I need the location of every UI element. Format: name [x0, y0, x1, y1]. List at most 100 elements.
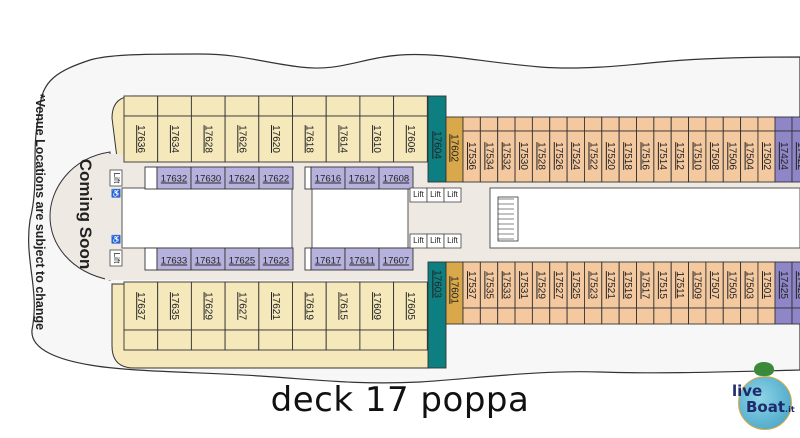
balcony-strip-bottom[interactable]	[479, 307, 499, 325]
balcony-strip-bottom[interactable]	[722, 307, 742, 325]
balcony-strip-top[interactable]	[325, 95, 361, 117]
cabin-17621[interactable]	[258, 281, 293, 331]
balcony-strip-top[interactable]	[688, 116, 707, 132]
cabin-label-17603: 17603	[431, 270, 442, 298]
cabin-17622[interactable]	[258, 166, 294, 190]
balcony-strip-top[interactable]	[514, 116, 533, 132]
balcony-strip-bottom[interactable]	[514, 307, 533, 325]
cabin-17610[interactable]	[359, 115, 395, 163]
balcony-strip-top[interactable]	[566, 116, 585, 132]
balcony-strip-bottom[interactable]	[740, 307, 759, 325]
balcony-strip-top[interactable]	[618, 116, 637, 132]
balcony-strip-top[interactable]	[258, 95, 293, 117]
balcony-strip-bottom[interactable]	[566, 307, 585, 325]
cabin-label-17514: 17514	[657, 142, 668, 170]
balcony-strip-bottom[interactable]	[359, 329, 395, 351]
balcony-strip-bottom[interactable]	[258, 329, 293, 351]
balcony-strip-bottom[interactable]	[123, 329, 159, 351]
lift-label: Lift	[112, 173, 121, 184]
balcony-strip-top[interactable]	[774, 116, 793, 132]
cabin-17619[interactable]	[292, 281, 327, 331]
balcony-strip-top[interactable]	[393, 95, 428, 117]
balcony-strip-bottom[interactable]	[601, 307, 620, 325]
cabin-label-17607: 17607	[383, 256, 409, 267]
balcony-strip-bottom[interactable]	[549, 307, 568, 325]
cabin-label-17423: 17423	[795, 271, 800, 299]
corridor-nook[interactable]	[304, 166, 312, 190]
balcony-strip-bottom[interactable]	[670, 307, 690, 325]
balcony-strip-bottom[interactable]	[757, 307, 776, 325]
balcony-strip-top[interactable]	[224, 95, 260, 117]
balcony-strip-top[interactable]	[549, 116, 568, 132]
balcony-strip-bottom[interactable]	[531, 307, 551, 325]
cabin-17606[interactable]	[393, 115, 428, 163]
cabin-17607[interactable]	[378, 247, 414, 271]
balcony-strip-bottom[interactable]	[393, 329, 428, 351]
balcony-strip-top[interactable]	[531, 116, 551, 132]
balcony-strip-bottom[interactable]	[462, 307, 481, 325]
cabin-label-17502: 17502	[761, 142, 772, 170]
cabin-label-17527: 17527	[553, 271, 564, 299]
cabin-17422[interactable]	[791, 130, 800, 183]
corridor-nook[interactable]	[144, 166, 158, 190]
lift-label: Lift	[413, 236, 424, 245]
balcony-strip-top[interactable]	[462, 116, 481, 132]
cabin-label-17528: 17528	[535, 142, 546, 170]
cabin-17627[interactable]	[224, 281, 260, 331]
lift-fwd-top-2	[443, 187, 462, 203]
balcony-strip-top[interactable]	[722, 116, 742, 132]
cabin-label-17515: 17515	[657, 271, 668, 299]
balcony-strip-bottom[interactable]	[325, 329, 361, 351]
balcony-strip-top[interactable]	[292, 95, 327, 117]
lift-aft-top	[109, 169, 123, 187]
corridor-nook[interactable]	[304, 247, 312, 271]
cabin-17618[interactable]	[292, 115, 327, 163]
cabin-label-17506: 17506	[726, 142, 737, 170]
cabin-label-17623: 17623	[263, 256, 289, 267]
cabin-17626[interactable]	[224, 115, 260, 163]
cabin-17605[interactable]	[393, 281, 428, 331]
cabin-label-17635: 17635	[169, 292, 180, 320]
balcony-strip-bottom[interactable]	[497, 307, 516, 325]
balcony-strip-top[interactable]	[601, 116, 620, 132]
balcony-strip-top[interactable]	[791, 116, 800, 132]
balcony-strip-top[interactable]	[705, 116, 724, 132]
corridor-nook[interactable]	[144, 247, 158, 271]
logo-text-boat-word: Boat	[746, 398, 786, 416]
balcony-strip-top[interactable]	[636, 116, 655, 132]
balcony-strip-bottom[interactable]	[224, 329, 260, 351]
cabin-17608[interactable]	[378, 166, 414, 190]
cabin-17620[interactable]	[258, 115, 293, 163]
cabin-label-17602: 17602	[448, 134, 459, 162]
balcony-strip-top[interactable]	[497, 116, 516, 132]
balcony-strip-bottom[interactable]	[190, 329, 226, 351]
balcony-strip-top[interactable]	[757, 116, 776, 132]
balcony-strip-top[interactable]	[653, 116, 672, 132]
balcony-strip-bottom[interactable]	[157, 329, 192, 351]
balcony-strip-bottom[interactable]	[584, 307, 603, 325]
cabin-17636[interactable]	[123, 115, 159, 163]
balcony-strip-top[interactable]	[157, 95, 192, 117]
balcony-strip-bottom[interactable]	[636, 307, 655, 325]
balcony-strip-top[interactable]	[359, 95, 395, 117]
cabin-label-17628: 17628	[203, 125, 214, 153]
balcony-strip-top[interactable]	[584, 116, 603, 132]
balcony-strip-top[interactable]	[670, 116, 690, 132]
balcony-strip-top[interactable]	[123, 95, 159, 117]
balcony-strip-top[interactable]	[740, 116, 759, 132]
cabin-17609[interactable]	[359, 281, 395, 331]
balcony-strip-bottom[interactable]	[774, 307, 793, 325]
balcony-strip-bottom[interactable]	[292, 329, 327, 351]
balcony-strip-bottom[interactable]	[618, 307, 637, 325]
cabin-17623[interactable]	[258, 247, 294, 271]
balcony-strip-bottom[interactable]	[688, 307, 707, 325]
cabin-17423[interactable]	[791, 261, 800, 309]
balcony-strip-top[interactable]	[479, 116, 499, 132]
cabin-17614[interactable]	[325, 115, 361, 163]
cabin-label-17501: 17501	[761, 271, 772, 299]
cabin-label-17522: 17522	[587, 142, 598, 170]
balcony-strip-top[interactable]	[190, 95, 226, 117]
balcony-strip-bottom[interactable]	[705, 307, 724, 325]
balcony-strip-bottom[interactable]	[791, 307, 800, 325]
balcony-strip-bottom[interactable]	[653, 307, 672, 325]
